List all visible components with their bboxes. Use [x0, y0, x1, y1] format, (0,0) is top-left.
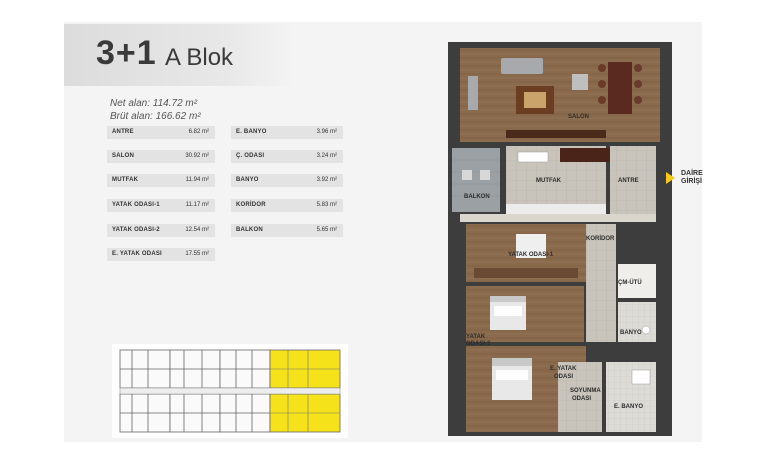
- room-name: ANTRE: [112, 129, 134, 135]
- label-cm-utu: ÇM-ÜTÜ: [618, 279, 642, 286]
- room-name: KORİDOR: [236, 202, 266, 208]
- room-row: YATAK ODASI-1 11.17 m²: [107, 199, 215, 212]
- antre-room: [610, 146, 656, 214]
- room-name: YATAK ODASI-1: [112, 202, 160, 208]
- room-row: BANYO 3.92 m²: [231, 174, 343, 187]
- room-name: SALON: [112, 153, 134, 159]
- room-area: 11.17 m²: [185, 202, 209, 208]
- room-row: E. YATAK ODASI 17.55 m²: [107, 248, 215, 261]
- entrance-arrow-icon: [666, 172, 675, 184]
- e-banyo-room: [606, 362, 656, 432]
- cm-utu-room: [618, 264, 656, 298]
- room-area: 12.54 m²: [185, 227, 209, 233]
- label-balkon: BALKON: [464, 194, 490, 200]
- salon-room: [460, 48, 660, 142]
- label-soyunma-line1: SOYUNMA: [570, 388, 601, 394]
- room-area: 6.82 m²: [188, 129, 209, 135]
- yatak-odasi-1-room: [466, 224, 586, 282]
- label-salon: SALON: [568, 114, 589, 120]
- room-area: 5.83 m²: [316, 202, 337, 208]
- koridor-room: [586, 224, 616, 342]
- label-e-yatak-line1: E. YATAK: [550, 366, 577, 372]
- block-name: A Blok: [165, 44, 234, 71]
- label-mutfak: MUTFAK: [536, 178, 562, 184]
- room-row: E. BANYO 3.96 m²: [231, 126, 343, 139]
- highlighted-unit: [269, 349, 341, 433]
- room-area: 3.24 m²: [316, 153, 337, 159]
- room-row: YATAK ODASI-2 12.54 m²: [107, 224, 215, 237]
- label-e-yatak-line2: ODASI: [554, 374, 573, 380]
- room-area: 11.94 m²: [185, 177, 209, 183]
- room-row: MUTFAK 11.94 m²: [107, 174, 215, 187]
- room-row: ANTRE 6.82 m²: [107, 126, 215, 139]
- room-area: 3.92 m²: [316, 177, 337, 183]
- yatak-odasi-2-room: [466, 286, 584, 342]
- key-plan-diagram: [112, 344, 348, 438]
- room-area: 3.96 m²: [316, 129, 337, 135]
- room-name: E. YATAK ODASI: [112, 251, 162, 257]
- room-name: YATAK ODASI-2: [112, 227, 160, 233]
- room-name: BANYO: [236, 177, 259, 183]
- room-name: Ç. ODASI: [236, 153, 265, 159]
- label-soyunma-line2: ODASI: [572, 396, 591, 402]
- unit-type-title: 3+1: [96, 34, 157, 72]
- banyo-room: [618, 302, 656, 342]
- label-yatak-2-line1: YATAK: [466, 334, 486, 340]
- room-row: BALKON 5.65 m²: [231, 224, 343, 237]
- label-antre: ANTRE: [618, 178, 639, 184]
- room-area: 5.65 m²: [316, 227, 337, 233]
- label-banyo: BANYO: [620, 330, 642, 336]
- floor-plan: SALON BALKON MUTFAK ANTRE KORİDOR YATAK …: [448, 42, 672, 436]
- balkon-room: [452, 148, 500, 212]
- title-band: [64, 24, 296, 86]
- soyunma-odasi-room: [558, 362, 602, 432]
- gross-area: Brüt alan: 166.62 m²: [110, 111, 201, 122]
- label-e-banyo: E. BANYO: [614, 404, 643, 410]
- room-area: 17.55 m²: [185, 251, 209, 257]
- mutfak-room: [506, 146, 612, 214]
- entrance-line2: GİRİŞİ: [681, 178, 703, 185]
- room-area: 30.92 m²: [185, 153, 209, 159]
- label-yatak-2-line2: ODASI-2: [466, 341, 491, 347]
- room-row: SALON 30.92 m²: [107, 150, 215, 163]
- room-row: Ç. ODASI 3.24 m²: [231, 150, 343, 163]
- entrance-line1: DAİRE: [681, 170, 703, 177]
- entrance-label: DAİRE GİRİŞİ: [681, 170, 703, 186]
- net-area: Net alan: 114.72 m²: [110, 98, 198, 109]
- room-row: KORİDOR 5.83 m²: [231, 199, 343, 212]
- label-koridor: KORİDOR: [586, 235, 615, 242]
- room-name: BALKON: [236, 227, 263, 233]
- room-name: MUTFAK: [112, 177, 139, 183]
- label-yatak-1: YATAK ODASI-1: [508, 252, 554, 258]
- room-name: E. BANYO: [236, 129, 267, 135]
